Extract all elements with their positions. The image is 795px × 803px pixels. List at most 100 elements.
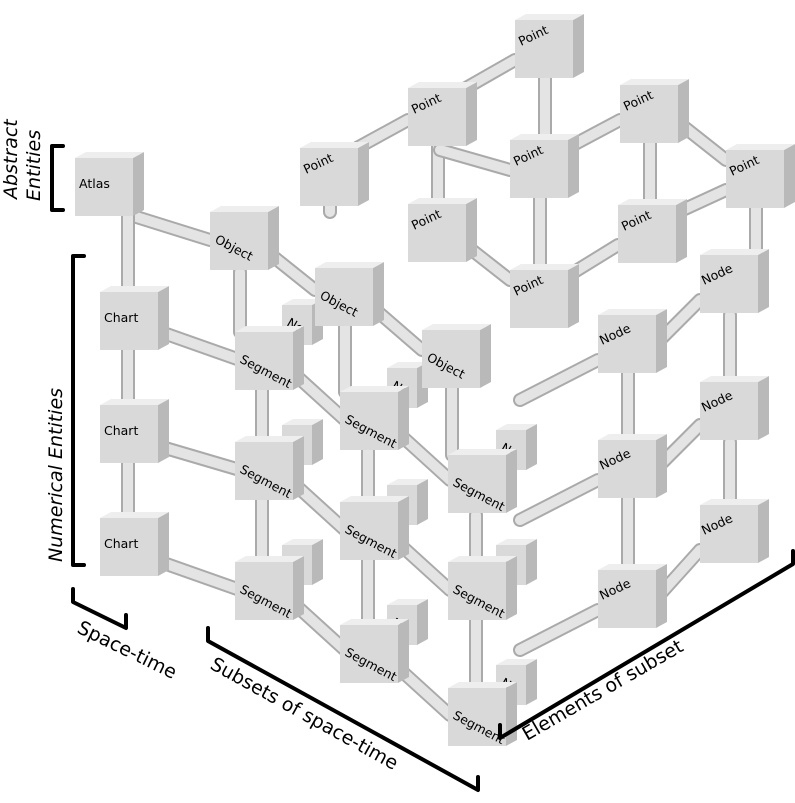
box-top-face	[515, 14, 584, 20]
box-side-face	[506, 449, 517, 513]
box-front-face	[700, 255, 758, 313]
box-side-face	[268, 206, 279, 270]
box-top-face	[315, 262, 384, 268]
box-side-face	[784, 144, 795, 208]
box-side-face	[573, 14, 584, 78]
box-front-face	[235, 442, 293, 500]
box-front-face	[408, 88, 466, 146]
box-top-face	[235, 326, 304, 332]
box-top-face	[448, 682, 517, 688]
box-front-face	[235, 562, 293, 620]
box-front-face	[315, 268, 373, 326]
elements-bracket	[498, 549, 795, 740]
box-top-face	[235, 436, 304, 442]
box-side-face	[506, 556, 517, 620]
box-side-face	[678, 79, 689, 143]
box-top-face	[598, 564, 667, 570]
point-box: Point	[510, 134, 579, 198]
abstract-entities-label-line1: Abstract	[0, 118, 22, 201]
box-side-face	[312, 419, 323, 465]
box-front-face	[618, 205, 676, 263]
atlas-box: Atlas	[75, 152, 144, 216]
point-box: Point	[408, 82, 477, 146]
point-box: Point	[618, 199, 687, 263]
node-box: Node	[597, 434, 667, 498]
box-side-face	[358, 142, 369, 206]
object-box: Object	[210, 206, 279, 270]
box-side-face	[158, 286, 169, 350]
box-top-face	[598, 309, 667, 315]
box-side-face	[398, 386, 409, 450]
box-front-face	[100, 292, 158, 350]
box-front-face	[75, 158, 133, 216]
box-front-face	[620, 85, 678, 143]
box-side-face	[417, 599, 428, 645]
box-top-face	[300, 142, 369, 148]
numerical-entities-label: Numerical Entities	[45, 388, 67, 562]
box-top-face	[700, 249, 769, 255]
box-top-face	[235, 556, 304, 562]
box-side-face	[526, 539, 537, 585]
box-top-face	[496, 659, 537, 665]
segment-box: Segment	[448, 682, 517, 747]
box-front-face	[408, 204, 466, 262]
box-front-face	[235, 332, 293, 390]
box-top-face	[408, 82, 477, 88]
box-side-face	[568, 264, 579, 328]
node-box: Node	[699, 499, 769, 563]
segment-box: Segment	[340, 496, 409, 561]
box-side-face	[480, 324, 491, 388]
box-side-face	[158, 512, 169, 576]
tube	[150, 555, 245, 595]
box-front-face	[300, 148, 358, 206]
box-front-face	[100, 405, 158, 463]
point-box: Point	[620, 79, 689, 143]
box-front-face	[700, 505, 758, 563]
point-box: Point	[515, 14, 584, 78]
box-top-face	[387, 599, 428, 605]
box-top-face	[496, 539, 537, 545]
box-front-face	[100, 518, 158, 576]
segment-box: Segment	[448, 556, 517, 621]
box-side-face	[466, 198, 477, 262]
tube	[515, 605, 603, 655]
box-top-face	[422, 324, 491, 330]
axis-brackets	[50, 144, 795, 792]
box-side-face	[676, 199, 687, 263]
chart-box: Chart	[100, 399, 169, 463]
box-side-face	[758, 249, 769, 313]
abstract-entities-label-line2: Entities	[23, 130, 45, 201]
chart-box: Chart	[100, 286, 169, 350]
node-box: Node	[699, 249, 769, 313]
box-side-face	[506, 682, 517, 746]
tube	[150, 325, 245, 365]
tube	[125, 210, 215, 245]
box-top-face	[340, 619, 409, 625]
box-top-face	[510, 264, 579, 270]
box-side-face	[656, 434, 667, 498]
box-side-face	[398, 496, 409, 560]
box-side-face	[568, 134, 579, 198]
box-side-face	[656, 309, 667, 373]
box-top-face	[496, 424, 537, 430]
box-top-face	[340, 386, 409, 392]
tube	[515, 475, 603, 525]
segment-box: Segment	[235, 556, 304, 621]
box-side-face	[526, 424, 537, 470]
box-side-face	[466, 82, 477, 146]
box-side-face	[758, 376, 769, 440]
box-front-face	[598, 440, 656, 498]
box-top-face	[100, 512, 169, 518]
box-front-face	[448, 562, 506, 620]
segment-box: Segment	[340, 386, 409, 451]
box-front-face	[726, 150, 784, 208]
box-front-face	[598, 570, 656, 628]
segment-box: Segment	[340, 619, 409, 684]
tube	[150, 440, 245, 475]
segment-box: Segment	[235, 436, 304, 501]
box-top-face	[387, 362, 428, 368]
box-top-face	[700, 376, 769, 382]
box-side-face	[133, 152, 144, 216]
object-box: Object	[422, 324, 491, 388]
